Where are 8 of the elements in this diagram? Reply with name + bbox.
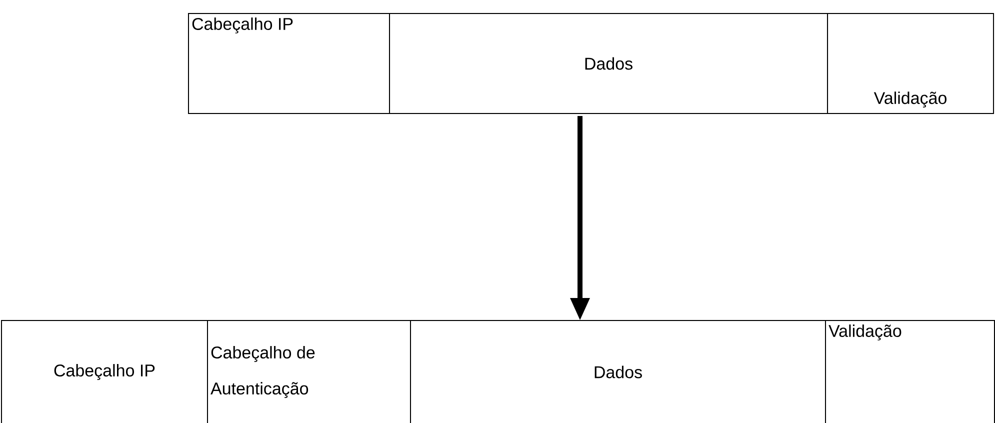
packet-field: Cabeçalho IP [188,13,390,114]
packet-field: Dados [389,13,828,114]
packet-field: Dados [410,320,826,423]
packet-field: Cabeçalho de Autenticação [207,320,411,423]
packet-field: Validação [825,320,995,423]
packet-field: Cabeçalho IP [1,320,208,423]
arrow [570,116,590,320]
packet-field: Validação [827,13,994,114]
